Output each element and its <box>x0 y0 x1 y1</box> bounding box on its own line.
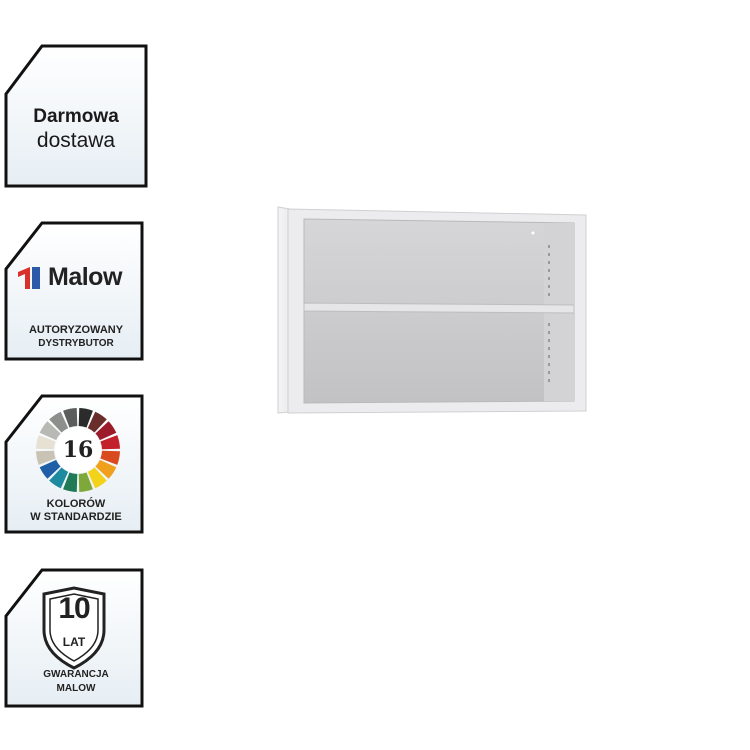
warranty-line2: MALOW <box>56 683 96 694</box>
standard-colors-badge: 16 KOLORÓW W STANDARDZIE <box>4 394 148 534</box>
delivery-line2: dostawa <box>36 129 116 152</box>
color-swatch <box>100 450 120 465</box>
warranty-years: 10 <box>58 592 90 625</box>
color-wheel-center <box>55 427 101 473</box>
warranty-badge: 10 LAT GWARANCJA MALOW <box>4 568 148 708</box>
malow-logo-icon <box>18 266 40 289</box>
color-swatch <box>78 472 93 492</box>
malow-line2: DYSTRYBUTOR <box>38 338 114 349</box>
color-swatch <box>87 411 107 433</box>
colors-count: 16 <box>62 437 94 463</box>
color-swatch <box>39 459 61 479</box>
open-wall-cabinet-image <box>277 206 587 414</box>
malow-line1: AUTORYZOWANY <box>28 324 124 336</box>
badge-frame-icon <box>4 221 144 361</box>
malow-brand-name: Malow <box>48 263 122 291</box>
color-swatch <box>36 450 56 465</box>
color-swatch <box>87 467 107 489</box>
warranty-unit: LAT <box>62 635 86 649</box>
color-swatch <box>63 472 78 492</box>
color-swatch <box>39 421 61 441</box>
authorized-distributor-badge: Malow AUTORYZOWANY DYSTRYBUTOR <box>4 221 148 361</box>
color-swatch <box>100 435 120 450</box>
color-swatch <box>36 435 56 450</box>
color-swatch <box>49 411 69 433</box>
colors-line1: KOLORÓW <box>46 498 106 510</box>
color-swatch <box>78 408 93 428</box>
color-swatch <box>49 467 69 489</box>
color-swatch <box>63 408 78 428</box>
delivery-line1: Darmowa <box>33 106 119 127</box>
color-swatch <box>95 459 117 479</box>
free-delivery-badge: Darmowa dostawa <box>4 44 148 188</box>
color-swatch <box>95 421 117 441</box>
shield-icon <box>42 586 106 670</box>
colors-line2: W STANDARDZIE <box>30 511 122 523</box>
color-wheel-icon <box>36 408 120 492</box>
malow-logo: Malow <box>16 263 122 292</box>
badge-frame-icon <box>4 44 148 188</box>
warranty-line1: GWARANCJA <box>43 669 109 680</box>
